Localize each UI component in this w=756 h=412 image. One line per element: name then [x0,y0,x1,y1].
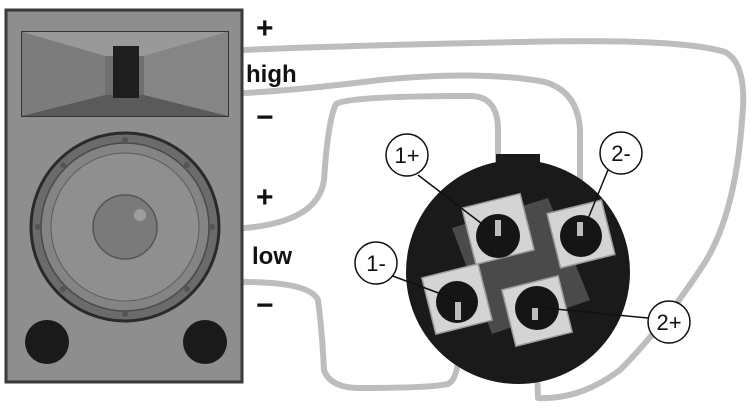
woofer-screws [35,137,215,317]
wire-ends [455,220,583,320]
wire-high-minus [241,72,583,238]
horn-throat [113,46,139,98]
high-plus-label: + [256,12,274,45]
low-plus-label: + [256,181,274,214]
bass-port-right [183,320,227,364]
connector-key-notch [496,154,540,166]
horn-tweeter [21,31,229,117]
callout-1-plus-label: 1+ [394,143,419,168]
wire-low-minus [241,279,462,391]
callout-lines [389,164,649,319]
callout-1-minus-label: 1- [366,251,386,276]
speaker-cabinet [4,8,244,384]
callout-2-minus-label: 2- [611,141,631,166]
high-minus-label: − [256,101,274,134]
wire-low-plus [241,93,501,236]
callout-2-plus-label: 2+ [656,310,681,335]
callout-2-minus: 2- [599,131,643,175]
woofer [29,131,221,323]
wires [241,38,747,402]
high-label: high [246,61,297,88]
low-label: low [252,243,292,270]
callout-1-plus: 1+ [385,133,429,177]
wire-high-plus [241,38,747,402]
speakon-connector [406,154,630,384]
bass-port-left [25,320,69,364]
callout-1-minus: 1- [354,241,398,285]
callout-2-plus: 2+ [647,300,691,344]
low-minus-label: − [256,289,274,322]
